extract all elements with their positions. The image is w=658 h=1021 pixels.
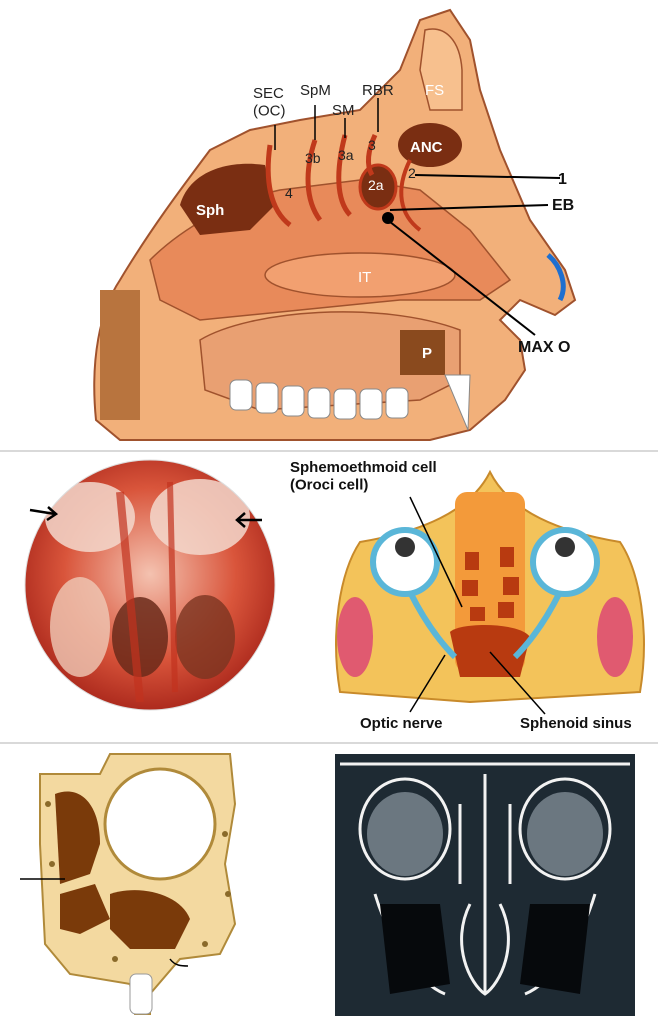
label-oroci-cell: Sphemoethmoid cell(Oroci cell) xyxy=(290,459,437,493)
spine-region xyxy=(100,290,140,420)
right-temporal-muscle xyxy=(597,597,633,677)
bottom-panel xyxy=(0,744,658,1021)
label-3: 3 xyxy=(368,137,376,153)
label-spm: SpM xyxy=(300,82,331,99)
middle-panel: Sphemoethmoid cell(Oroci cell) Optic ner… xyxy=(0,452,658,740)
label-eb: EB xyxy=(552,197,574,214)
label-1: 1 xyxy=(558,171,567,188)
label-2: 2 xyxy=(408,165,416,181)
label-maxo: MAX O xyxy=(518,339,570,356)
left-pupil xyxy=(395,537,415,557)
label-optic-nerve: Optic nerve xyxy=(360,715,443,732)
label-sm: SM xyxy=(332,102,355,119)
label-2a: 2a xyxy=(368,177,384,193)
label-sphenoid-sinus: Sphenoid sinus xyxy=(520,715,632,732)
right-pupil xyxy=(555,537,575,557)
label-sph: Sph xyxy=(196,202,224,219)
label-p: P xyxy=(422,345,432,362)
label-it: IT xyxy=(358,269,371,286)
label-3a: 3a xyxy=(338,147,354,163)
middle-svg: Sphemoethmoid cell(Oroci cell) Optic ner… xyxy=(0,452,658,740)
maxillary-ostium-dot xyxy=(382,212,394,224)
endoscopic-image xyxy=(20,457,280,717)
left-temporal-muscle xyxy=(337,597,373,677)
label-fs: FS xyxy=(425,82,444,99)
label-4: 4 xyxy=(285,185,293,201)
bottom-svg xyxy=(0,744,658,1021)
label-sec: SEC(OC) xyxy=(253,85,286,119)
label-rbr: RBR xyxy=(362,82,394,99)
tooth xyxy=(130,974,152,1014)
orbit xyxy=(105,769,215,879)
sagittal-diagram-panel: SEC(OC) SpM SM RBR FS ANC 1 2 2a 3 3a 3b… xyxy=(0,0,658,448)
label-anc: ANC xyxy=(410,139,443,156)
sagittal-diagram: SEC(OC) SpM SM RBR FS ANC 1 2 2a 3 3a 3b… xyxy=(0,0,658,448)
label-3b: 3b xyxy=(305,150,321,166)
